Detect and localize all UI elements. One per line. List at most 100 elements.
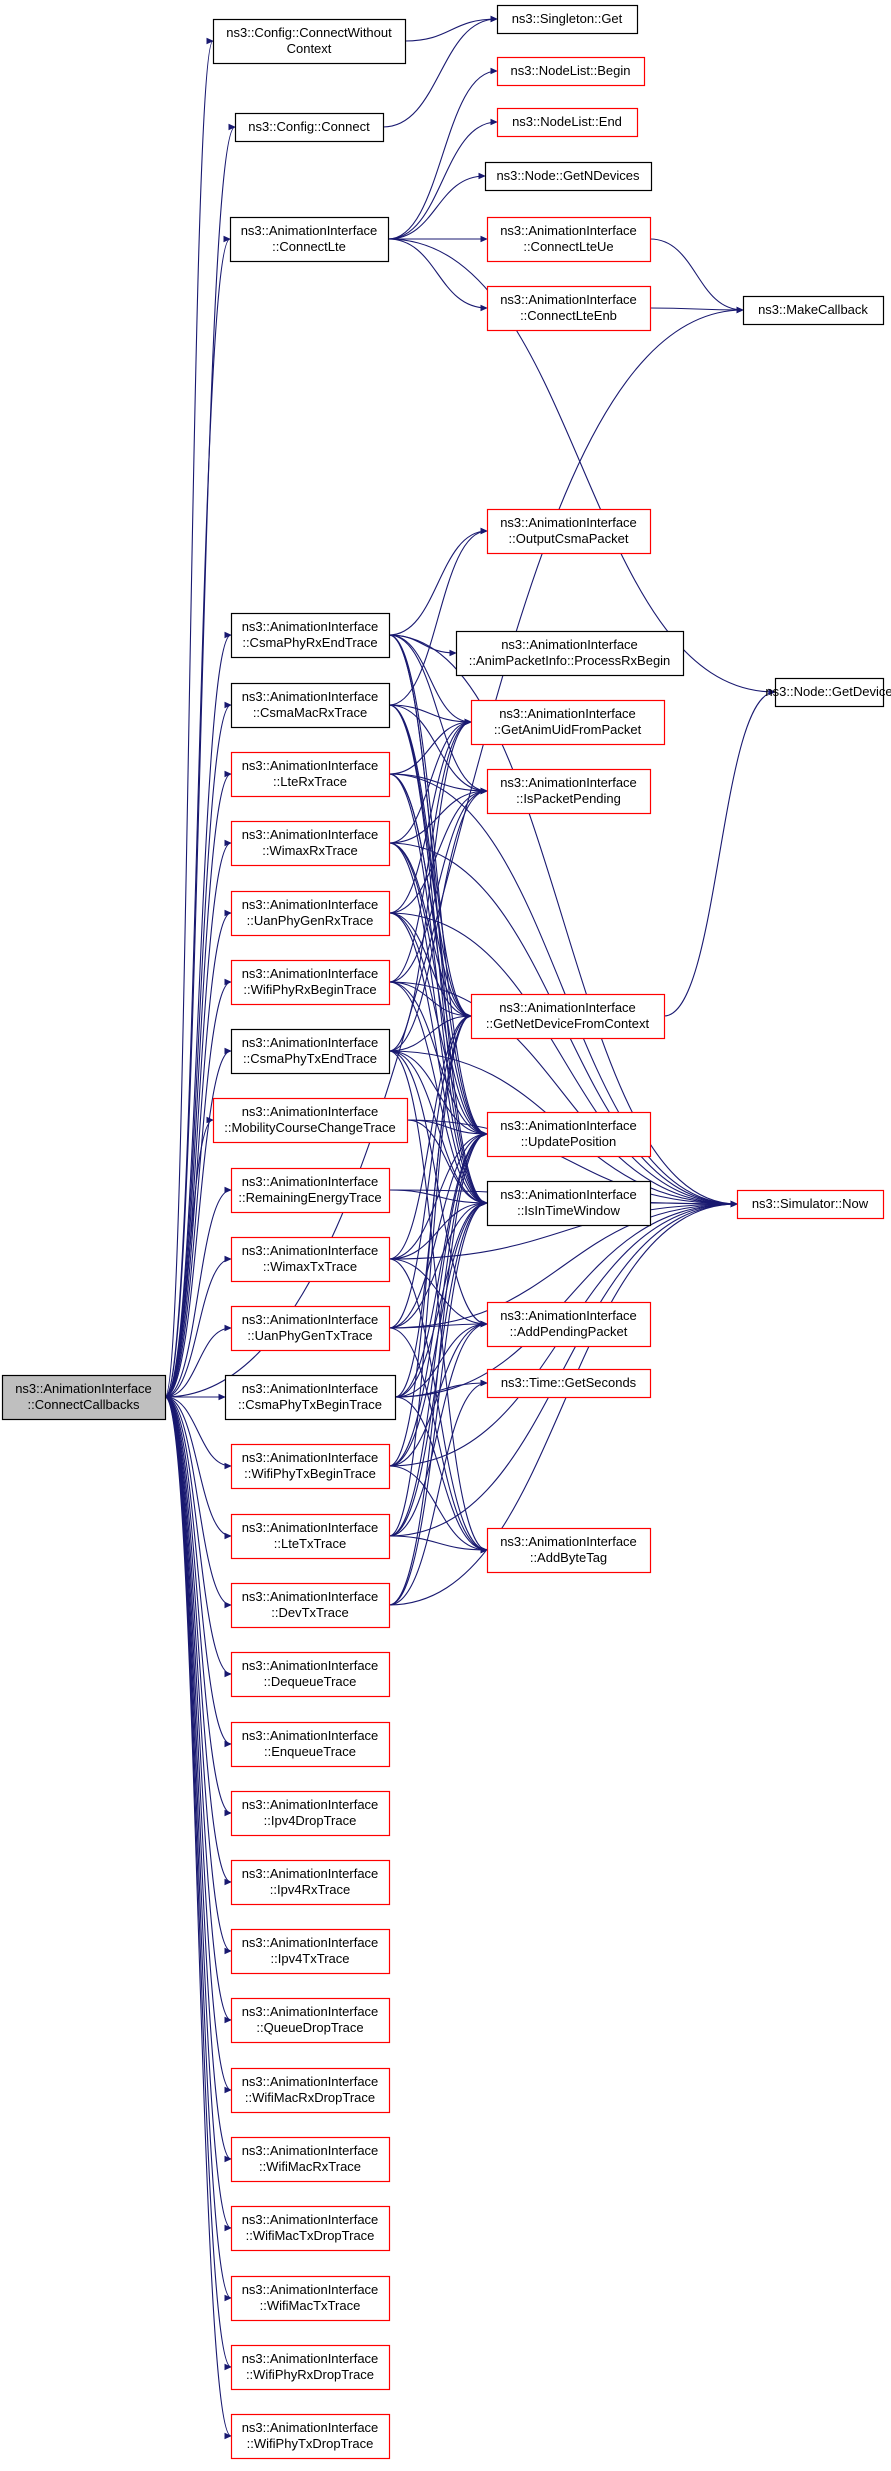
node-procRx[interactable]: ns3::AnimationInterface::AnimPacketInfo:…	[455, 630, 685, 677]
node-wifiPhyRxDrop[interactable]: ns3::AnimationInterface::WifiPhyRxDropTr…	[230, 2344, 391, 2391]
node-label: ns3::AnimationInterface	[499, 706, 636, 721]
node-connLteUe[interactable]: ns3::AnimationInterface::ConnectLteUe	[486, 216, 652, 263]
node-getNetDev[interactable]: ns3::AnimationInterface::GetNetDeviceFro…	[470, 993, 666, 1040]
edge-wifiRxBegin-to-isPending	[388, 791, 487, 983]
node-wifiRxBegin[interactable]: ns3::AnimationInterface::WifiPhyRxBeginT…	[230, 959, 391, 1006]
edge-root-to-uanRx	[164, 913, 231, 1398]
node-box	[230, 820, 391, 867]
node-ipv4Rx[interactable]: ns3::AnimationInterface::Ipv4RxTrace	[230, 1859, 391, 1906]
node-label: ns3::AnimationInterface	[500, 515, 637, 530]
node-makeCb[interactable]: ns3::MakeCallback	[742, 295, 885, 326]
node-label: ns3::AnimationInterface	[242, 1381, 379, 1396]
node-inWindow[interactable]: ns3::AnimationInterface::IsInTimeWindow	[486, 1180, 652, 1227]
node-label: ns3::Node::GetNDevices	[496, 168, 640, 183]
node-wimaxRx[interactable]: ns3::AnimationInterface::WimaxRxTrace	[230, 820, 391, 867]
node-updPos[interactable]: ns3::AnimationInterface::UpdatePosition	[486, 1111, 652, 1158]
node-label: ns3::AnimationInterface	[242, 1450, 379, 1465]
node-nlEnd[interactable]: ns3::NodeList::End	[496, 107, 639, 138]
node-wifiPhyTxDrop[interactable]: ns3::AnimationInterface::WifiPhyTxDropTr…	[230, 2413, 391, 2460]
edge-mobility-to-simNow	[406, 1119, 737, 1204]
node-dequeue[interactable]: ns3::AnimationInterface::DequeueTrace	[230, 1651, 391, 1698]
node-energy[interactable]: ns3::AnimationInterface::RemainingEnergy…	[230, 1167, 391, 1214]
node-label: ns3::AnimationInterface	[242, 1797, 379, 1812]
node-wifiMacRxDrop[interactable]: ns3::AnimationInterface::WifiMacRxDropTr…	[230, 2067, 391, 2114]
node-nDev[interactable]: ns3::Node::GetNDevices	[484, 161, 653, 192]
node-isPending[interactable]: ns3::AnimationInterface::IsPacketPending	[486, 768, 652, 815]
node-box	[230, 1721, 391, 1768]
node-queueDrop[interactable]: ns3::AnimationInterface::QueueDropTrace	[230, 1997, 391, 2044]
node-wifiMacTxDrop[interactable]: ns3::AnimationInterface::WifiMacTxDropTr…	[230, 2205, 391, 2252]
edge-root-to-energy	[164, 1190, 231, 1398]
edge-root-to-lteRx	[164, 774, 231, 1398]
edge-uanRx-to-isPending	[388, 791, 487, 914]
node-label: ::UanPhyGenRxTrace	[247, 913, 374, 928]
node-uanRx[interactable]: ns3::AnimationInterface::UanPhyGenRxTrac…	[230, 890, 391, 937]
node-wifiMacRx[interactable]: ns3::AnimationInterface::WifiMacRxTrace	[230, 2136, 391, 2183]
node-simNow[interactable]: ns3::Simulator::Now	[736, 1189, 885, 1220]
node-connLte[interactable]: ns3::AnimationInterface::ConnectLte	[229, 216, 390, 263]
edge-lteRx-to-getUid	[388, 722, 471, 775]
node-getUid[interactable]: ns3::AnimationInterface::GetAnimUidFromP…	[470, 699, 666, 746]
node-csmaPhyTxEnd[interactable]: ns3::AnimationInterface::CsmaPhyTxEndTra…	[230, 1028, 391, 1075]
node-lteTx[interactable]: ns3::AnimationInterface::LteTxTrace	[230, 1513, 391, 1560]
edge-lteRx-to-simNow	[388, 773, 737, 1204]
edge-wifiRxBegin-to-simNow	[388, 981, 737, 1204]
edge-root-to-ipv4Drop	[164, 1396, 231, 1813]
edge-root-to-connLte	[164, 239, 230, 1398]
node-label: ::WifiPhyTxBeginTrace	[244, 1466, 376, 1481]
node-csmaMacRx[interactable]: ns3::AnimationInterface::CsmaMacRxTrace	[230, 682, 391, 729]
edge-csmaPhyRxEnd-to-isPending	[388, 634, 487, 791]
node-box	[742, 295, 885, 326]
node-devTx[interactable]: ns3::AnimationInterface::DevTxTrace	[230, 1582, 391, 1629]
node-label: ::CsmaPhyTxEndTrace	[243, 1051, 377, 1066]
node-label: ns3::MakeCallback	[758, 302, 868, 317]
node-addByteTag[interactable]: ns3::AnimationInterface::AddByteTag	[486, 1527, 652, 1574]
node-nlBegin[interactable]: ns3::NodeList::Begin	[496, 56, 646, 87]
node-label: ns3::AnimationInterface	[242, 1035, 379, 1050]
node-ipv4Tx[interactable]: ns3::AnimationInterface::Ipv4TxTrace	[230, 1928, 391, 1975]
node-box	[496, 4, 639, 35]
edge-root-to-ipv4Tx	[164, 1396, 231, 1951]
node-box	[230, 959, 391, 1006]
node-box	[496, 56, 646, 87]
edge-uanRx-to-getUid	[388, 722, 471, 914]
node-connLteEnb[interactable]: ns3::AnimationInterface::ConnectLteEnb	[486, 285, 652, 332]
node-label: ns3::AnimationInterface	[15, 1381, 152, 1396]
edge-connLte-to-nlEnd	[387, 122, 497, 240]
node-uanTx[interactable]: ns3::AnimationInterface::UanPhyGenTxTrac…	[230, 1305, 391, 1352]
edge-wimaxRx-to-getNetDev	[388, 842, 471, 1016]
node-outCsma[interactable]: ns3::AnimationInterface::OutputCsmaPacke…	[486, 508, 652, 555]
node-mobility[interactable]: ns3::AnimationInterface::MobilityCourseC…	[212, 1097, 409, 1144]
node-getDevice[interactable]: ns3::Node::GetDevice	[765, 677, 891, 708]
node-getSec[interactable]: ns3::Time::GetSeconds	[486, 1368, 652, 1399]
node-box	[230, 2275, 391, 2322]
node-label: ::WifiMacRxDropTrace	[245, 2090, 375, 2105]
edge-connLte-to-nDev	[387, 176, 485, 240]
node-enqueue[interactable]: ns3::AnimationInterface::EnqueueTrace	[230, 1721, 391, 1768]
node-cfgC[interactable]: ns3::Config::Connect	[234, 112, 385, 143]
edge-csmaPhyTxEnd-to-isPending	[388, 791, 487, 1052]
edge-devTx-to-simNow	[388, 1204, 737, 1606]
edge-csmaMacRx-to-outCsma	[388, 531, 487, 706]
node-csmaPhyTxBegin[interactable]: ns3::AnimationInterface::CsmaPhyTxBeginT…	[224, 1374, 397, 1421]
node-singleton[interactable]: ns3::Singleton::Get	[496, 4, 639, 35]
node-ipv4Drop[interactable]: ns3::AnimationInterface::Ipv4DropTrace	[230, 1790, 391, 1837]
edge-cfgCWC-to-singleton	[404, 19, 497, 42]
node-wifiTxBegin[interactable]: ns3::AnimationInterface::WifiPhyTxBeginT…	[230, 1443, 391, 1490]
edge-wimaxTx-to-addPending	[388, 1258, 487, 1324]
node-wimaxTx[interactable]: ns3::AnimationInterface::WimaxTxTrace	[230, 1236, 391, 1283]
node-addPending[interactable]: ns3::AnimationInterface::AddPendingPacke…	[486, 1301, 652, 1348]
node-root[interactable]: ns3::AnimationInterface::ConnectCallback…	[1, 1374, 167, 1421]
node-wifiMacTx[interactable]: ns3::AnimationInterface::WifiMacTxTrace	[230, 2275, 391, 2322]
node-label: ns3::AnimationInterface	[242, 619, 379, 634]
node-box	[486, 1180, 652, 1227]
edge-wifiTxBegin-to-addByteTag	[388, 1465, 487, 1550]
node-label: ns3::Node::GetDevice	[765, 684, 891, 699]
node-csmaPhyRxEnd[interactable]: ns3::AnimationInterface::CsmaPhyRxEndTra…	[230, 612, 391, 659]
node-lteRx[interactable]: ns3::AnimationInterface::LteRxTrace	[230, 751, 391, 798]
node-box	[230, 1236, 391, 1283]
edge-wimaxTx-to-getNetDev	[388, 1016, 471, 1260]
node-label: ::AnimPacketInfo::ProcessRxBegin	[469, 653, 671, 668]
node-label: ns3::Config::ConnectWithout	[226, 25, 392, 40]
